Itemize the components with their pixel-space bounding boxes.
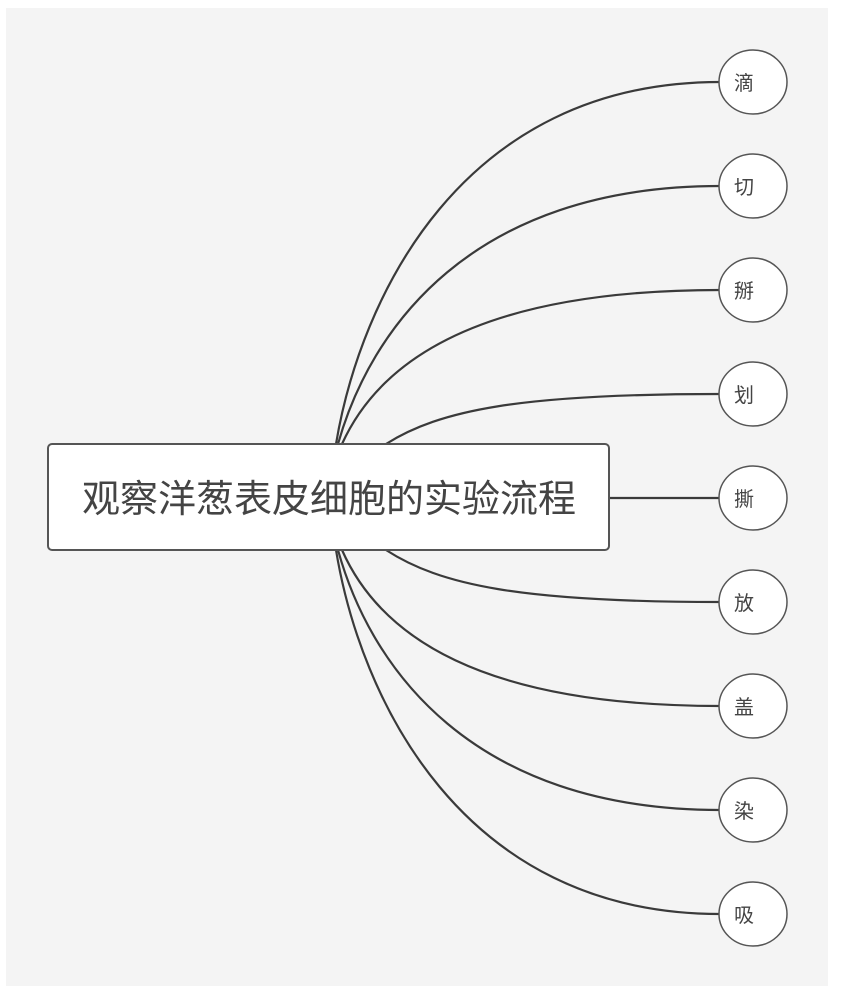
step-node-1-label: 滴 bbox=[734, 71, 754, 95]
step-node-5[interactable]: 撕 bbox=[718, 465, 788, 531]
step-node-8-circle bbox=[718, 777, 788, 843]
step-node-9-circle bbox=[718, 881, 788, 947]
step-node-2[interactable]: 切 bbox=[718, 153, 788, 219]
step-node-4[interactable]: 划 bbox=[718, 361, 788, 427]
step-node-1[interactable]: 滴 bbox=[718, 49, 788, 115]
step-node-2-circle bbox=[718, 153, 788, 219]
connector-step-1 bbox=[334, 80, 721, 445]
root-node-box bbox=[47, 443, 610, 551]
root-node-label: 观察洋葱表皮细胞的实验流程 bbox=[82, 477, 576, 521]
step-node-9-label: 吸 bbox=[734, 903, 754, 927]
step-node-4-circle bbox=[718, 361, 788, 427]
step-node-6-circle bbox=[718, 569, 788, 635]
step-node-7[interactable]: 盖 bbox=[718, 673, 788, 739]
step-node-3[interactable]: 掰 bbox=[718, 257, 788, 323]
connector-step-8 bbox=[336, 549, 721, 812]
step-node-8-label: 染 bbox=[734, 799, 754, 823]
step-node-7-label: 盖 bbox=[734, 695, 754, 719]
step-node-5-circle bbox=[718, 465, 788, 531]
step-node-7-circle bbox=[718, 673, 788, 739]
connector-step-6 bbox=[385, 549, 721, 604]
step-node-2-label: 切 bbox=[734, 175, 754, 199]
step-node-1-circle bbox=[718, 49, 788, 115]
connector-step-3 bbox=[340, 288, 721, 445]
step-node-6[interactable]: 放 bbox=[718, 569, 788, 635]
step-node-group: 滴 切 掰 划 撕 放 盖 染 bbox=[718, 49, 788, 947]
root-node[interactable]: 观察洋葱表皮细胞的实验流程 bbox=[47, 443, 610, 551]
step-node-3-circle bbox=[718, 257, 788, 323]
step-node-5-label: 撕 bbox=[734, 487, 754, 511]
connector-step-9 bbox=[334, 549, 721, 916]
step-node-3-label: 掰 bbox=[734, 279, 754, 303]
connector-step-4 bbox=[385, 392, 721, 445]
step-node-9[interactable]: 吸 bbox=[718, 881, 788, 947]
connector-step-7 bbox=[340, 549, 721, 708]
connector-step-2 bbox=[336, 184, 721, 445]
step-node-6-label: 放 bbox=[734, 591, 754, 615]
step-node-4-label: 划 bbox=[734, 383, 754, 407]
step-node-8[interactable]: 染 bbox=[718, 777, 788, 843]
connector-group bbox=[334, 80, 721, 916]
